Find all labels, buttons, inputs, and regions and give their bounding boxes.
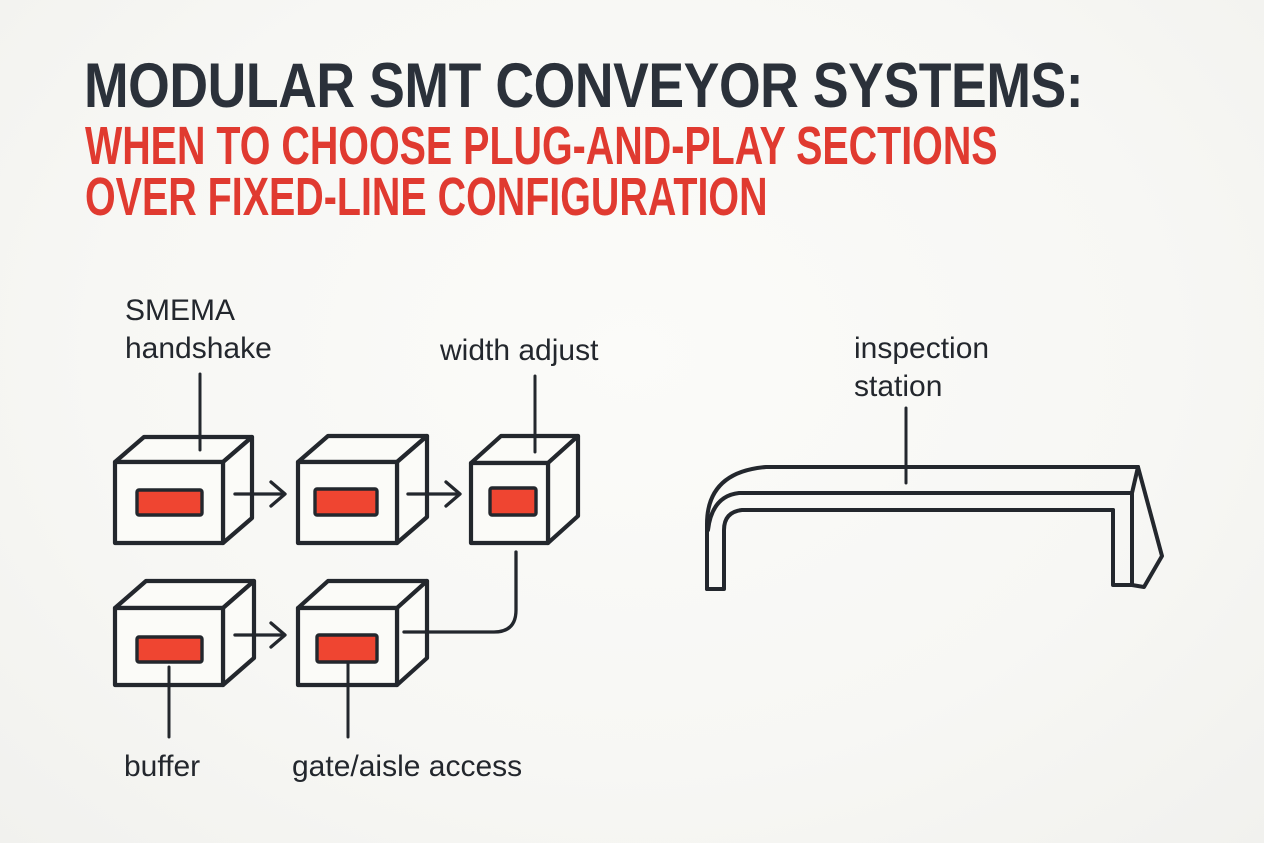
- board-slot: [315, 633, 379, 664]
- module-box-buffer: [112, 578, 257, 688]
- elbow-connector: [402, 550, 518, 634]
- module-box-width-adjust: [468, 433, 581, 546]
- label-smema-handshake: SMEMA handshake: [125, 292, 272, 368]
- page-subtitle: WHEN TO CHOOSE PLUG-AND-PLAY SECTIONS OV…: [85, 116, 998, 227]
- label-buffer: buffer: [124, 750, 201, 783]
- label-smema-line2: handshake: [125, 332, 272, 365]
- module-box-smema-handshake: [112, 434, 255, 546]
- subtitle-line-1: WHEN TO CHOOSE PLUG-AND-PLAY SECTIONS: [85, 116, 998, 176]
- board-slot: [488, 486, 538, 517]
- label-inspection-station: inspection station: [854, 330, 989, 406]
- module-box-gate-aisle: [295, 578, 430, 688]
- flow-arrow-3-icon: [233, 621, 287, 649]
- label-gate-aisle-access: gate/aisle access: [292, 750, 523, 783]
- label-inspection-line2: station: [854, 370, 943, 403]
- page-title: MODULAR SMT CONVEYOR SYSTEMS:: [84, 51, 1084, 121]
- inspection-station-bench: [705, 465, 1164, 591]
- label-width-adjust: width adjust: [440, 334, 599, 367]
- flow-arrow-2-icon: [406, 480, 462, 508]
- board-slot: [135, 635, 204, 664]
- label-smema-line1: SMEMA: [125, 294, 236, 327]
- board-slot: [313, 487, 379, 517]
- board-slot: [135, 488, 204, 517]
- flow-arrow-1-icon: [233, 480, 287, 508]
- module-box-2: [295, 433, 430, 546]
- label-inspection-line1: inspection: [854, 332, 990, 365]
- subtitle-line-2: OVER FIXED-LINE CONFIGURATION: [85, 167, 768, 227]
